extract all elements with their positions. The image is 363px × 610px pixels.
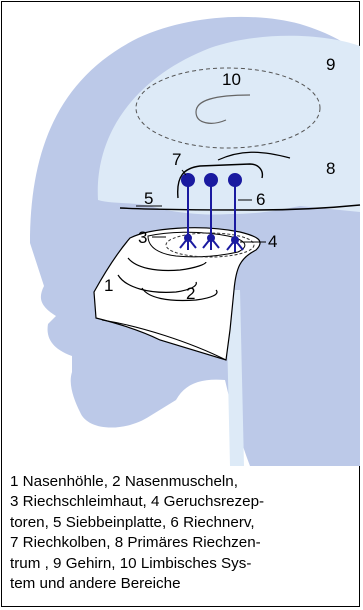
caption-line: tem und andere Bereiche bbox=[10, 574, 355, 594]
label-7: 7 bbox=[172, 150, 181, 169]
caption-line: 1 Nasenhöhle, 2 Nasenmuscheln, bbox=[10, 472, 355, 492]
label-4: 4 bbox=[268, 232, 277, 251]
label-6: 6 bbox=[256, 190, 265, 209]
figure-caption: 1 Nasenhöhle, 2 Nasenmuscheln, 3 Riechsc… bbox=[10, 472, 355, 594]
label-2: 2 bbox=[186, 284, 195, 303]
caption-line: trum , 9 Gehirn, 10 Limbisches Sys- bbox=[10, 554, 355, 574]
label-8: 8 bbox=[326, 159, 335, 178]
caption-line: toren, 5 Siebbeinplatte, 6 Riechnerv, bbox=[10, 513, 355, 533]
olfactory-system-diagram: 1 2 3 4 5 6 7 8 9 10 bbox=[0, 0, 363, 470]
label-10: 10 bbox=[222, 70, 241, 89]
label-9: 9 bbox=[326, 55, 335, 74]
caption-line: 3 Riechschleimhaut, 4 Geruchsrezep- bbox=[10, 492, 355, 512]
label-5: 5 bbox=[144, 189, 153, 208]
label-3: 3 bbox=[138, 228, 147, 247]
label-1: 1 bbox=[104, 276, 113, 295]
caption-line: 7 Riechkolben, 8 Primäres Riechzen- bbox=[10, 533, 355, 553]
